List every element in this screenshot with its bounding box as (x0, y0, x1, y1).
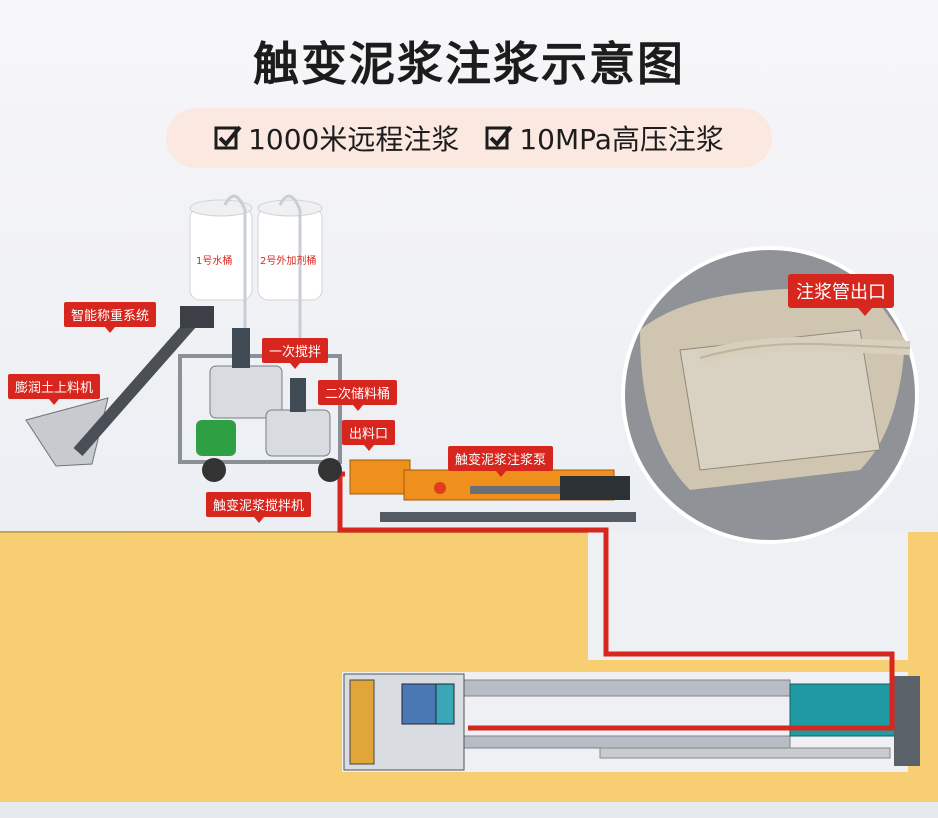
back-wall (894, 676, 920, 766)
callout-weighing-system: 智能称重系统 (64, 302, 157, 333)
pipe-outlet-photo (621, 246, 919, 544)
callout-outlet: 出料口 (342, 420, 396, 451)
tank-2-label: 2号外加剂桶 (260, 256, 317, 267)
jacking-pipe-top (459, 679, 791, 697)
additive-tank-2 (257, 199, 323, 301)
callout-mixer: 触变泥浆搅拌机 (206, 492, 312, 523)
check-icon (485, 125, 513, 150)
feature-item: 10MPa高压注浆 (485, 118, 724, 158)
feature-banner: 1000米远程注浆 10MPa高压注浆 (166, 108, 772, 168)
callout-secondary-storage: 二次储料桶 (318, 380, 398, 411)
page-title: 触变泥浆注浆示意图 (253, 37, 685, 91)
shaft-opening (588, 532, 908, 660)
callout-bentonite-loader: 膨润土上料机 (8, 374, 101, 405)
feature-item: 1000米远程注浆 (214, 118, 459, 158)
feature-label: 10MPa高压注浆 (519, 123, 724, 156)
water-tank-1 (189, 199, 253, 301)
tank-1-label: 1号水桶 (196, 256, 233, 267)
callout-first-mixing: 一次搅拌 (262, 338, 329, 369)
grout-pump (349, 459, 636, 522)
grout-pipe (337, 471, 895, 731)
feature-label: 1000米远程注浆 (248, 123, 460, 156)
callout-grout-pump: 触变泥浆注浆泵 (448, 446, 554, 477)
jacking-pipe-bottom (459, 735, 791, 749)
check-icon (214, 125, 242, 150)
bentonite-loader (25, 306, 214, 467)
mixer-machine (178, 328, 342, 482)
callout-pipe-outlet: 注浆管出口 (788, 274, 894, 316)
